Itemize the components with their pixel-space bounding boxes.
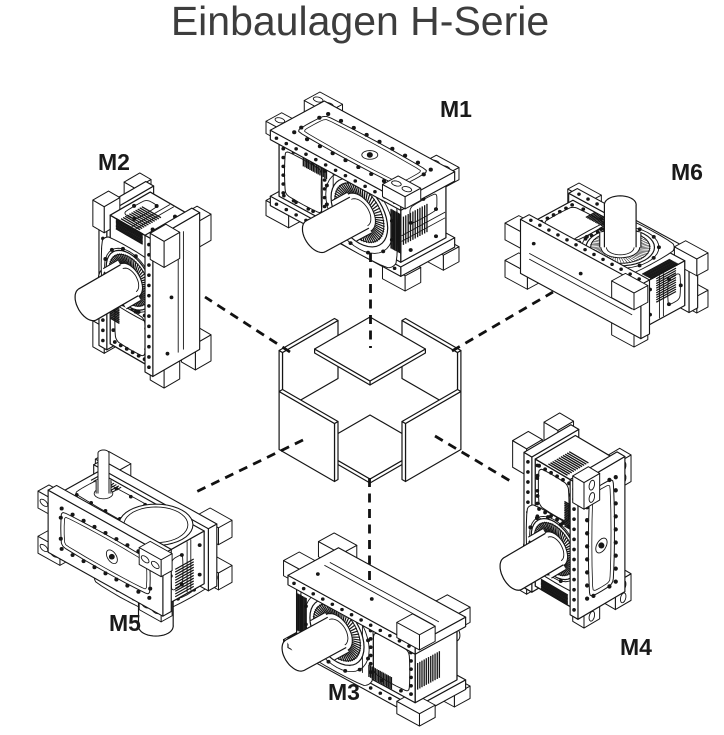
svg-text:M6: M6 — [671, 159, 703, 185]
svg-text:M3: M3 — [328, 679, 360, 705]
svg-text:M5: M5 — [109, 610, 141, 636]
svg-text:M2: M2 — [98, 149, 130, 175]
svg-text:M4: M4 — [620, 634, 652, 660]
svg-text:Einbaulagen H-Serie: Einbaulagen H-Serie — [171, 0, 549, 44]
svg-text:M1: M1 — [440, 96, 472, 122]
